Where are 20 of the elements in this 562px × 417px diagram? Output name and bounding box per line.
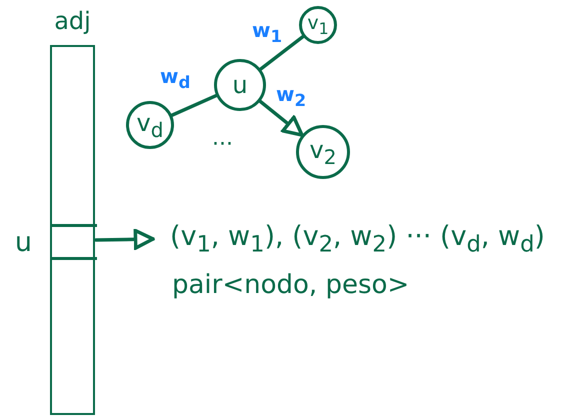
list-text: (v$_{1}$, w$_{1}$), (v$_{2}$, w$_{2}$) ··· (v$_{d}$, w$_{d}$) xyxy=(170,220,545,258)
graph-node xyxy=(214,59,266,111)
graph-node xyxy=(299,6,337,44)
edge-label: w$_{d}$ xyxy=(160,64,190,92)
node-label: v$_{2}$ xyxy=(310,136,336,168)
arrow xyxy=(258,100,304,137)
line xyxy=(258,34,305,71)
arrow xyxy=(94,228,155,250)
node-label: v$_{1}$ xyxy=(307,12,329,38)
cell-label: u xyxy=(14,227,32,258)
array-title: adj xyxy=(53,7,92,35)
ellipsis: ··· xyxy=(212,132,233,157)
node-label: u xyxy=(232,71,248,99)
graph-node xyxy=(296,125,350,179)
edge-label: w$_{2}$ xyxy=(276,82,306,110)
edge-label: w$_{1}$ xyxy=(252,18,282,46)
type-annotation: pair<nodo, peso> xyxy=(172,270,410,300)
line xyxy=(170,94,218,117)
graph-node xyxy=(126,101,174,149)
node-label: v$_{d}$ xyxy=(136,108,164,142)
